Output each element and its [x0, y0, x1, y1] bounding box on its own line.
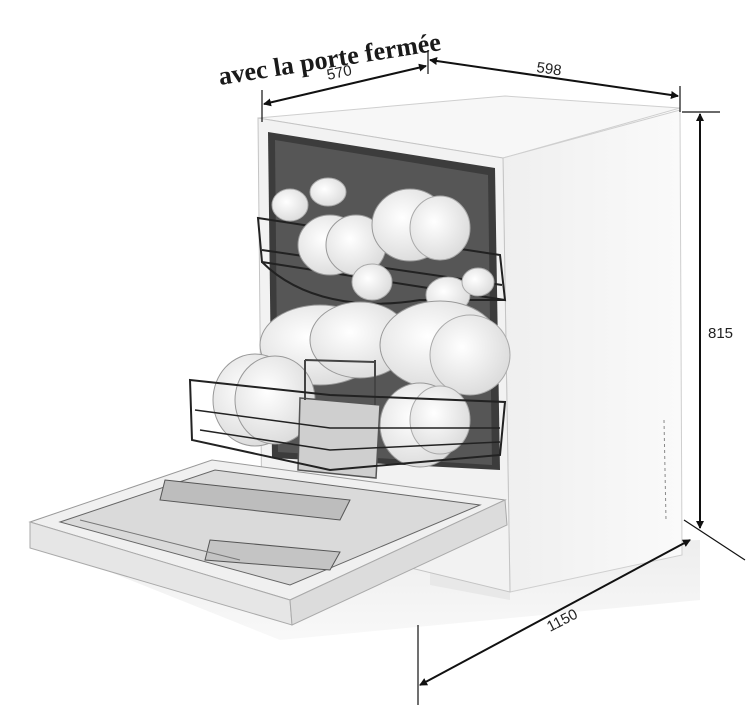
- dimension-lines: [261, 50, 746, 705]
- cutlery-basket: [297, 397, 381, 479]
- dim-line-1150: [419, 539, 691, 686]
- dim-line-598: [429, 57, 679, 99]
- dim-label-598: 598: [535, 59, 562, 79]
- dim-line-570: [263, 63, 427, 107]
- open-door: [28, 459, 508, 626]
- dim-label-815: 815: [708, 325, 733, 342]
- dim-label-570: 570: [325, 62, 353, 84]
- lower-rack: [188, 300, 511, 479]
